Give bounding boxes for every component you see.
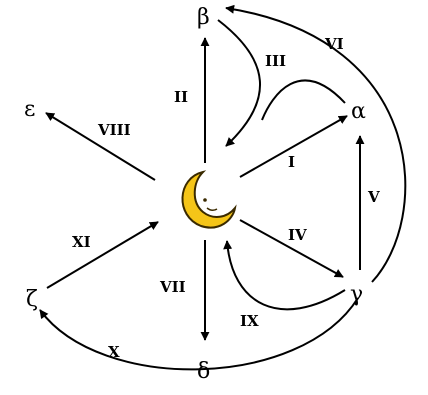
edge-label-II: II [174, 88, 188, 106]
edge-VIII-arrow [45, 112, 156, 181]
edge-label-XI: XI [72, 233, 91, 251]
edge-label-VII: VII [159, 278, 186, 296]
node-beta: β [197, 5, 210, 30]
edge-label-I: I [288, 153, 295, 171]
edge-label-IV: IV [288, 226, 307, 244]
edge-IV-arrow [239, 219, 344, 278]
edge-label-III: III [265, 52, 286, 70]
node-zeta: ζ [26, 287, 38, 312]
node-gamma: γ [350, 282, 363, 307]
node-epsilon: ε [24, 97, 35, 122]
edge-VI-arrow [261, 79, 346, 121]
node-alpha: α [351, 99, 366, 124]
edge-label-X: X [108, 343, 120, 361]
edge-XI-arrow [46, 221, 159, 289]
edge-I-arrow [239, 115, 348, 178]
edge-label-VI: VI [324, 35, 344, 53]
node-delta: δ [197, 359, 210, 384]
edge-label-IX: IX [240, 312, 259, 330]
edge-X-arrow-upper [225, 4, 407, 283]
crescent-moon-face-icon [181, 170, 237, 229]
edge-label-VIII: VIII [97, 121, 131, 139]
edge-III-arrow [217, 19, 261, 147]
edge-label-V: V [367, 188, 380, 206]
edge-X-arrow-lower [39, 297, 359, 371]
edge-IX-arrow [223, 240, 346, 311]
